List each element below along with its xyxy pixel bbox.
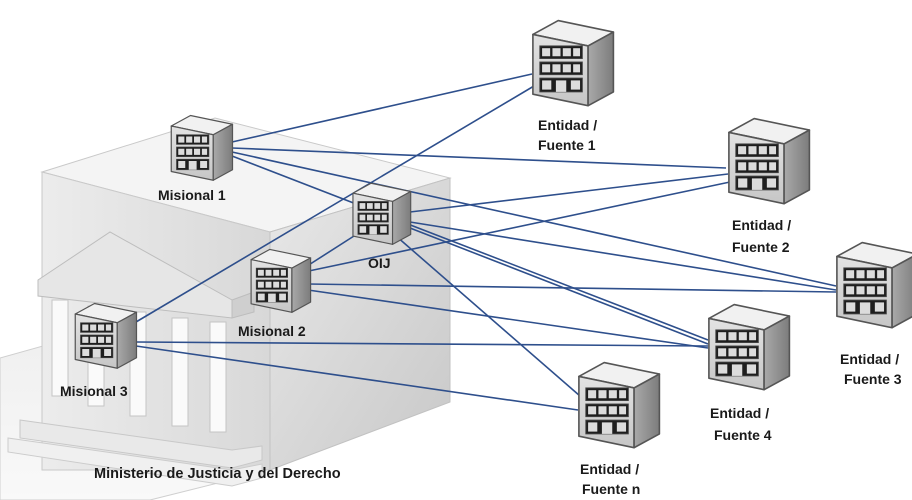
link-misional2-fuente3 [307,283,837,293]
link-misional2-fuente4 [307,289,709,349]
label-fuente2-line2: Fuente 2 [732,239,790,255]
label-fuente3-line1: Entidad / [840,351,899,367]
link-oij-fuente3 [409,221,837,291]
link-misional2-fuente2 [303,181,731,273]
server-node-icon-misional3 [74,302,138,369]
ministry-building-icon [0,117,452,500]
label-fuente3-line2: Fuente 3 [844,371,902,387]
link-misional2-oij [303,235,355,269]
label-misional1: Misional 1 [158,187,226,203]
label-fuente4-line1: Entidad / [710,405,769,421]
label-fuente4-line2: Fuente 4 [714,427,772,443]
server-node-icon-oij [352,182,412,245]
label-oij: OIJ [368,255,391,271]
link-misional1-fuente4 [231,155,709,341]
label-fuenten-line2: Fuente n [582,481,640,497]
label-misional2: Misional 2 [238,323,306,339]
link-misional3-fuente4 [135,341,709,347]
link-misional3-fuenten [135,345,579,411]
label-fuenten-line1: Entidad / [580,461,639,477]
server-node-icon-fuente3 [836,241,912,329]
link-misional1-fuente1 [231,73,533,143]
link-misional1-fuente2 [231,147,727,169]
server-node-icon-fuente4 [708,303,791,391]
label-fuente2-line1: Entidad / [732,217,791,233]
server-node-icon-fuente1 [532,19,615,107]
label-misional3: Misional 3 [60,383,128,399]
server-node-icon-fuenten [578,361,661,449]
label-fuente1-line1: Entidad / [538,117,597,133]
server-node-icon-misional1 [170,114,234,181]
label-fuente1-line2: Fuente 1 [538,137,596,153]
link-oij-fuente2 [409,173,729,213]
server-node-icon-fuente2 [728,117,811,205]
ministry-caption: Ministerio de Justicia y del Derecho [94,466,341,482]
connection-lines [135,73,837,411]
link-misional1-fuente3 [231,151,837,287]
link-oij-fuente4 [409,227,709,345]
server-node-icon-misional2 [250,248,312,313]
link-misional3-fuente1 [135,85,535,323]
